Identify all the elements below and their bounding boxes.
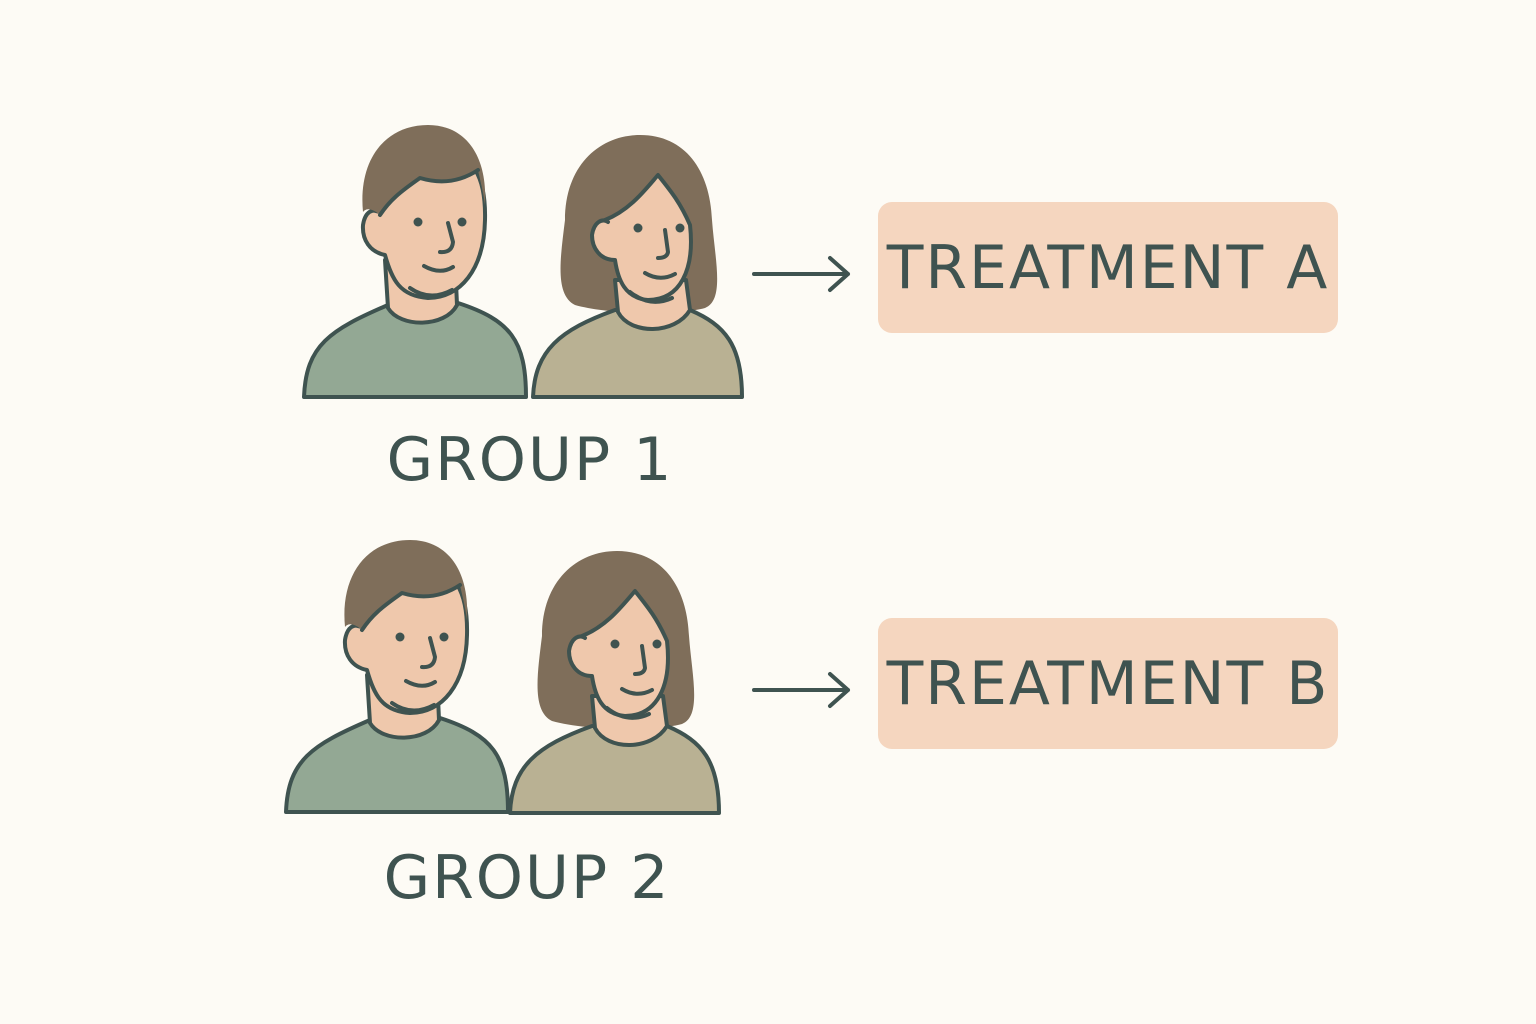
man-icon	[302, 123, 528, 399]
woman-icon	[508, 549, 721, 815]
arrow-icon	[752, 672, 850, 708]
arrow-icon	[752, 256, 850, 292]
treatment-a-box: TREATMENT A	[878, 202, 1338, 333]
treatment-b-box: TREATMENT B	[878, 618, 1338, 749]
treatment-a-label: TREATMENT A	[886, 232, 1330, 303]
group-1-label: GROUP 1	[386, 425, 674, 495]
treatment-b-label: TREATMENT B	[886, 648, 1330, 719]
man-icon	[284, 538, 510, 814]
woman-icon	[531, 133, 744, 399]
group-2-label: GROUP 2	[383, 843, 671, 913]
